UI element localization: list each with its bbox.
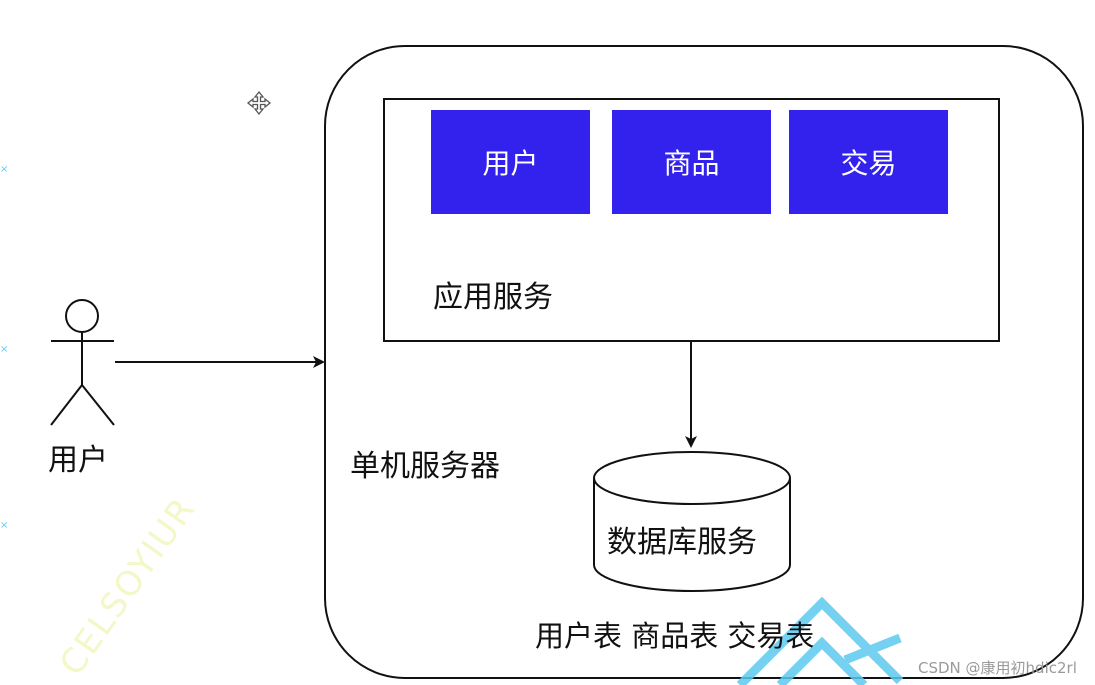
module-trade[interactable]: 交易	[789, 110, 948, 214]
csdn-watermark: CSDN @康用初hdic2rl	[918, 659, 1077, 677]
side-markers: × × ×	[0, 164, 8, 531]
server-container[interactable]	[324, 45, 1084, 679]
database-label: 数据库服务	[607, 525, 757, 560]
database-cylinder[interactable]	[593, 451, 791, 592]
watermark-logo	[736, 596, 904, 685]
actor-label: 用户	[48, 443, 108, 478]
svg-text:×: ×	[0, 344, 8, 355]
module-product-label: 商品	[663, 147, 720, 180]
svg-text:×: ×	[0, 520, 8, 531]
module-product[interactable]: 商品	[612, 110, 771, 214]
module-user-label: 用户	[482, 147, 539, 180]
move-cursor-icon	[246, 90, 272, 116]
stick-figure-icon[interactable]	[50, 299, 115, 426]
database-tables-caption: 用户表 商品表 交易表	[535, 619, 815, 653]
svg-text:×: ×	[0, 164, 8, 175]
app-service-label: 应用服务	[433, 280, 553, 315]
server-label: 单机服务器	[350, 449, 500, 484]
module-user[interactable]: 用户	[431, 110, 590, 214]
module-trade-label: 交易	[840, 147, 897, 180]
